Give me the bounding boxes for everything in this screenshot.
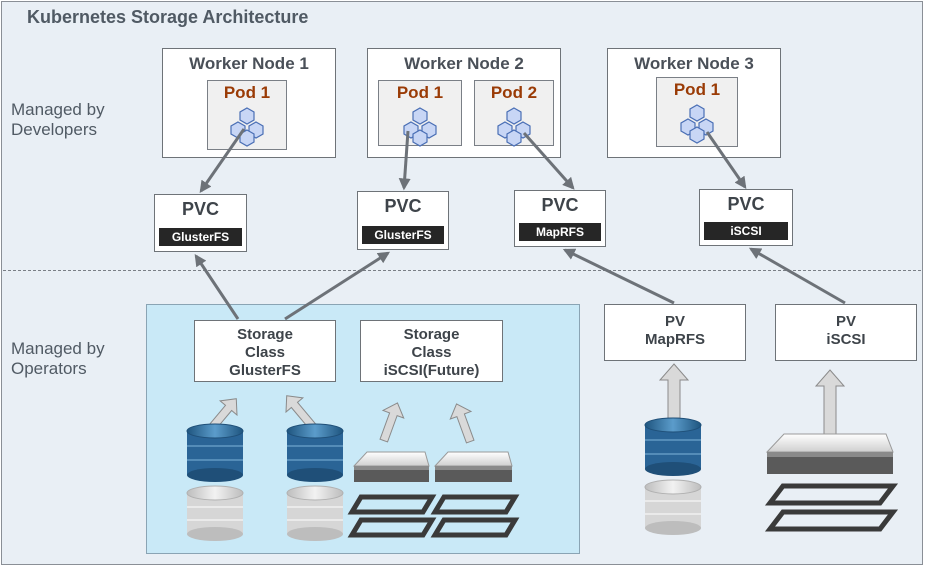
class-to-pvc-arrow xyxy=(284,251,391,321)
pod-to-pvc-arrow xyxy=(522,132,575,190)
pod-hexagons-icon xyxy=(403,107,437,147)
storage-appliance-1 xyxy=(352,451,430,482)
storage-class-line1: Storage xyxy=(237,326,293,343)
pvc-iscsi: PVC iSCSI xyxy=(699,189,793,246)
operators-zone-label: Managed by Operators xyxy=(11,339,105,379)
pod-hexagons-icon xyxy=(230,107,264,147)
storage-class-line3: GlusterFS xyxy=(229,362,301,379)
rack-frame-icon xyxy=(347,517,437,538)
pv-to-pvc-arrow xyxy=(748,247,846,305)
pod-to-pvc-arrow xyxy=(398,130,411,191)
pod-to-pvc-arrow xyxy=(705,131,747,189)
developers-zone-line1: Managed by xyxy=(11,100,105,119)
pv-maprfs: PV MapRFS xyxy=(604,304,746,361)
disk-stack-gray-1 xyxy=(186,485,244,541)
disk-stack-blue-1 xyxy=(186,423,244,482)
pvc-tag: iSCSI xyxy=(704,222,788,240)
pv-iscsi: PV iSCSI xyxy=(775,304,917,361)
storage-class-line3: iSCSI(Future) xyxy=(383,362,480,379)
node-2-pod-2: Pod 2 xyxy=(474,80,554,147)
rack-frame-icon xyxy=(347,494,437,515)
disk-stack-gray-2 xyxy=(286,485,344,541)
up-arrow-icon xyxy=(814,369,846,435)
up-arrow-icon xyxy=(449,403,475,444)
storage-class-iscsi: Storage Class iSCSI(Future) xyxy=(360,320,503,382)
storage-appliance-3 xyxy=(765,433,894,474)
rack-frame-icon xyxy=(764,483,899,506)
pvc-label: PVC xyxy=(384,196,422,216)
pvc-glusterfs-1: PVC GlusterFS xyxy=(154,194,247,252)
pvc-tag: GlusterFS xyxy=(362,226,444,244)
diagram-title: Kubernetes Storage Architecture xyxy=(27,7,309,27)
pvc-label: PVC xyxy=(727,194,765,214)
rack-frame-icon xyxy=(430,494,520,515)
pod-label: Pod 1 xyxy=(673,80,721,99)
storage-class-glusterfs: Storage Class GlusterFS xyxy=(194,320,336,382)
pv-line2: iSCSI xyxy=(826,331,866,348)
pvc-maprfs: PVC MapRFS xyxy=(514,190,606,247)
pvc-tag: MapRFS xyxy=(519,223,601,241)
disk-stack-blue-3 xyxy=(644,417,702,476)
worker-node-2-title: Worker Node 2 xyxy=(404,54,524,73)
rack-frame-icon xyxy=(430,517,520,538)
disk-stack-gray-3 xyxy=(644,479,702,535)
worker-node-1: Worker Node 1 Pod 1 xyxy=(162,48,336,158)
class-to-pvc-arrow xyxy=(194,254,240,320)
node-1-pod-1: Pod 1 xyxy=(207,80,287,150)
pvc-tag: GlusterFS xyxy=(159,228,242,246)
storage-class-line2: Class xyxy=(244,344,286,361)
storage-appliance-2 xyxy=(433,451,513,482)
up-arrow-icon xyxy=(379,402,405,443)
worker-node-3: Worker Node 3 Pod 1 xyxy=(607,48,781,158)
pod-label: Pod 1 xyxy=(396,83,444,102)
rack-frame-icon xyxy=(764,509,899,532)
pvc-label: PVC xyxy=(541,195,579,215)
developers-zone-line2: Developers xyxy=(11,120,97,139)
worker-node-2: Worker Node 2 Pod 1 Pod 2 xyxy=(367,48,561,158)
pod-to-pvc-arrow xyxy=(199,128,246,193)
pod-label: Pod 1 xyxy=(223,83,271,102)
operators-zone-line1: Managed by xyxy=(11,339,105,358)
up-arrow-icon xyxy=(658,363,690,419)
pv-to-pvc-arrow xyxy=(562,248,675,305)
pv-line2: MapRFS xyxy=(645,331,705,348)
disk-stack-blue-2 xyxy=(286,423,344,482)
pod-label: Pod 2 xyxy=(490,83,538,102)
node-3-pod-1: Pod 1 xyxy=(656,77,738,147)
pvc-glusterfs-2: PVC GlusterFS xyxy=(357,191,449,250)
storage-class-line2: Class xyxy=(411,344,452,361)
worker-node-1-title: Worker Node 1 xyxy=(189,54,309,73)
worker-node-3-title: Worker Node 3 xyxy=(634,54,754,73)
pv-line1: PV xyxy=(835,313,856,330)
developers-zone-label: Managed by Developers xyxy=(11,100,105,140)
storage-class-line1: Storage xyxy=(403,326,460,343)
pv-line1: PV xyxy=(664,313,685,330)
node-2-pod-1: Pod 1 xyxy=(378,80,462,147)
zone-divider xyxy=(3,270,921,271)
pvc-label: PVC xyxy=(181,199,219,219)
operators-zone-line2: Operators xyxy=(11,359,87,378)
pod-hexagons-icon xyxy=(680,104,714,144)
